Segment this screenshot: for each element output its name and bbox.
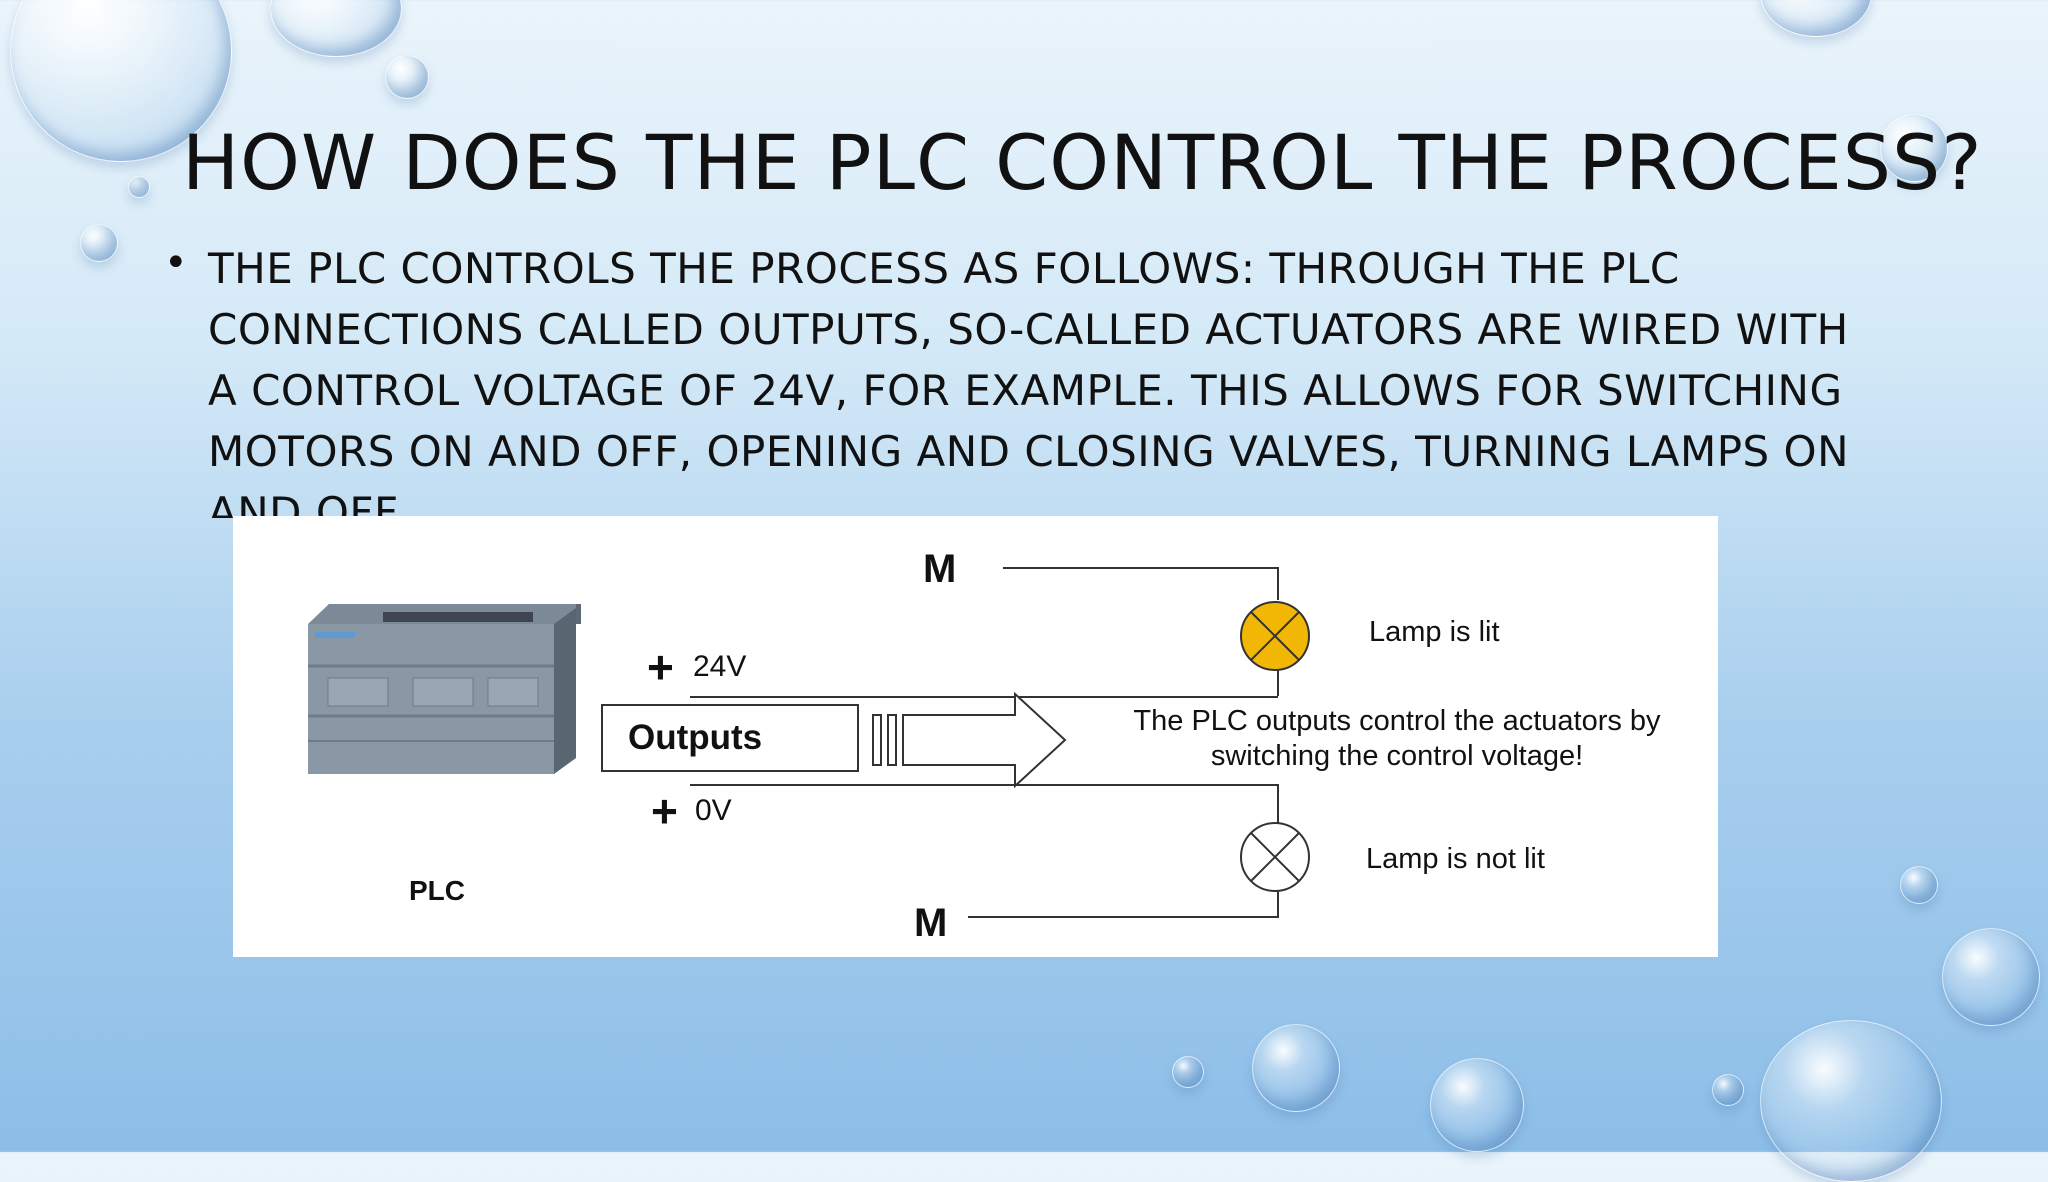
m-top-label: M	[923, 547, 956, 591]
water-drop	[270, 0, 402, 57]
lamp-lit-icon	[1240, 601, 1310, 671]
caption-line-1: The PLC outputs control the actuators by	[1133, 705, 1661, 737]
m-bottom-label: M	[914, 901, 947, 945]
water-drop	[1252, 1024, 1340, 1112]
plus-24v-sign: +	[647, 641, 674, 693]
outputs-box	[601, 704, 859, 772]
arrow-bar-2	[887, 714, 897, 766]
v0-label: 0V	[695, 794, 732, 827]
water-drop	[1172, 1056, 1204, 1088]
slide-title: HOW DOES THE PLC CONTROL THE PROCESS?	[182, 118, 1983, 207]
water-drop	[1430, 1058, 1524, 1152]
water-drop	[1880, 114, 1948, 182]
output-arrow	[902, 691, 1067, 789]
plc-output-diagram: PLC M Lamp is lit + 24V Outputs Th	[233, 516, 1718, 957]
lamp-lit-label: Lamp is lit	[1369, 616, 1500, 648]
water-drop	[1760, 1020, 1942, 1182]
water-drop	[1942, 928, 2040, 1026]
bullet-text: The PLC controls the process as follows:…	[208, 244, 1850, 518]
water-drop	[128, 176, 150, 198]
m-top-wire	[1003, 567, 1279, 600]
lamp-not-lit-label: Lamp is not lit	[1366, 843, 1545, 875]
v24-label: 24V	[693, 650, 746, 683]
arrow-bar-1	[872, 714, 882, 766]
plus-0v-sign: +	[651, 785, 678, 837]
plc-label: PLC	[409, 875, 465, 906]
rail-0v	[690, 784, 1279, 828]
bullet-item: • The PLC controls the process as follow…	[160, 238, 1880, 518]
water-drop	[1900, 866, 1938, 904]
water-drop	[1712, 1074, 1744, 1106]
m-bottom-wire	[968, 891, 1279, 918]
lamp-not-lit-icon	[1240, 822, 1310, 892]
outputs-label: Outputs	[628, 718, 762, 757]
slide: HOW DOES THE PLC CONTROL THE PROCESS? • …	[10, 0, 2040, 1182]
plc-device-image	[308, 604, 581, 774]
bullet-dot: •	[164, 240, 188, 286]
water-drop	[385, 55, 429, 99]
water-drop	[80, 224, 118, 262]
caption-line-2: switching the control voltage!	[1211, 740, 1583, 772]
water-drop	[1760, 0, 1872, 37]
